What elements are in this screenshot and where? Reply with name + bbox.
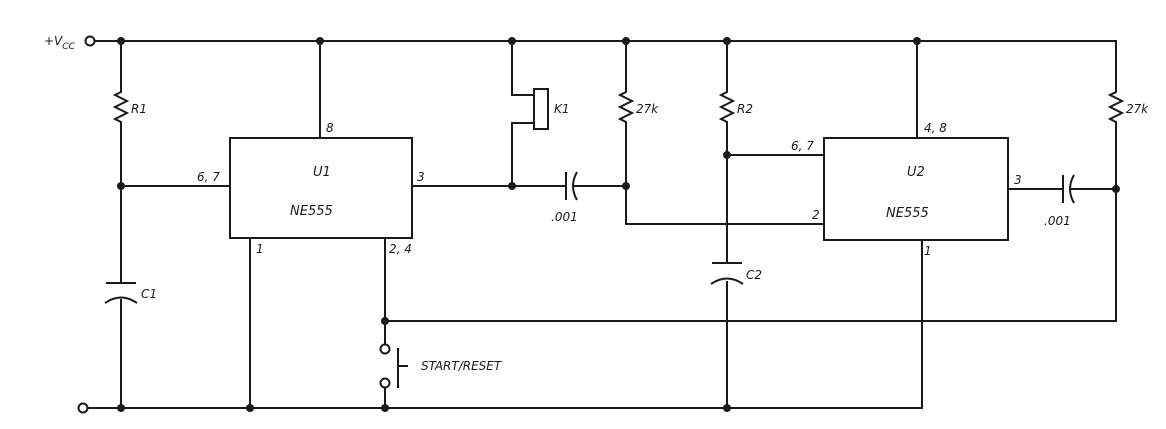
cap-coupling-2-label: .001 <box>1044 214 1071 228</box>
r27k-2-label: 27k <box>1126 102 1149 116</box>
u2-name: U2 <box>907 165 925 180</box>
resistor-27k-2 <box>1107 88 1125 126</box>
relay-k1-coil <box>533 88 549 130</box>
u2-pin-48: 4, 8 <box>924 121 947 135</box>
c2-label: C2 <box>746 268 762 282</box>
u2-pin-1: 1 <box>924 244 932 258</box>
c1-label: C1 <box>141 287 157 301</box>
resistor-r2 <box>718 88 736 126</box>
u1-pin-3: 3 <box>417 170 425 184</box>
capacitor-coupling-1 <box>565 171 578 201</box>
switch-contact-top <box>379 343 391 355</box>
capacitor-coupling-2 <box>1062 174 1075 204</box>
u1-pin-24: 2, 4 <box>389 242 412 256</box>
u1-pin-8: 8 <box>326 121 334 135</box>
switch-contact-bottom <box>379 377 391 389</box>
junction-dots <box>117 37 1120 412</box>
u1-name: U1 <box>313 165 331 180</box>
capacitor-c2 <box>710 262 744 285</box>
u1-part: NE555 <box>290 204 333 219</box>
u2-pin-2: 2 <box>812 208 820 222</box>
resistor-27k-1 <box>617 88 635 126</box>
vcc-label: +VCC <box>44 34 76 52</box>
ic-u2-body <box>823 137 1009 241</box>
switch-label: START/RESET <box>421 359 503 373</box>
u2-part: NE555 <box>886 206 929 221</box>
cap-coupling-1-label: .001 <box>551 210 578 224</box>
u2-pin-67: 6, 7 <box>791 139 814 153</box>
k1-label: K1 <box>554 102 570 116</box>
u1-pin-1: 1 <box>256 242 264 256</box>
capacitor-c1 <box>104 282 138 304</box>
wires <box>86 40 1117 409</box>
u2-pin-3: 3 <box>1014 173 1022 187</box>
vcc-terminal <box>84 35 96 47</box>
ic-u1-body <box>229 137 413 239</box>
r1-label: R1 <box>131 102 147 116</box>
ground-terminal <box>77 402 89 414</box>
u1-pin-67: 6, 7 <box>197 170 220 184</box>
r27k-1-label: 27k <box>636 102 659 116</box>
r2-label: R2 <box>737 102 753 116</box>
switch-junction <box>381 317 389 325</box>
resistor-r1 <box>112 88 130 126</box>
start-reset-switch <box>397 348 408 388</box>
